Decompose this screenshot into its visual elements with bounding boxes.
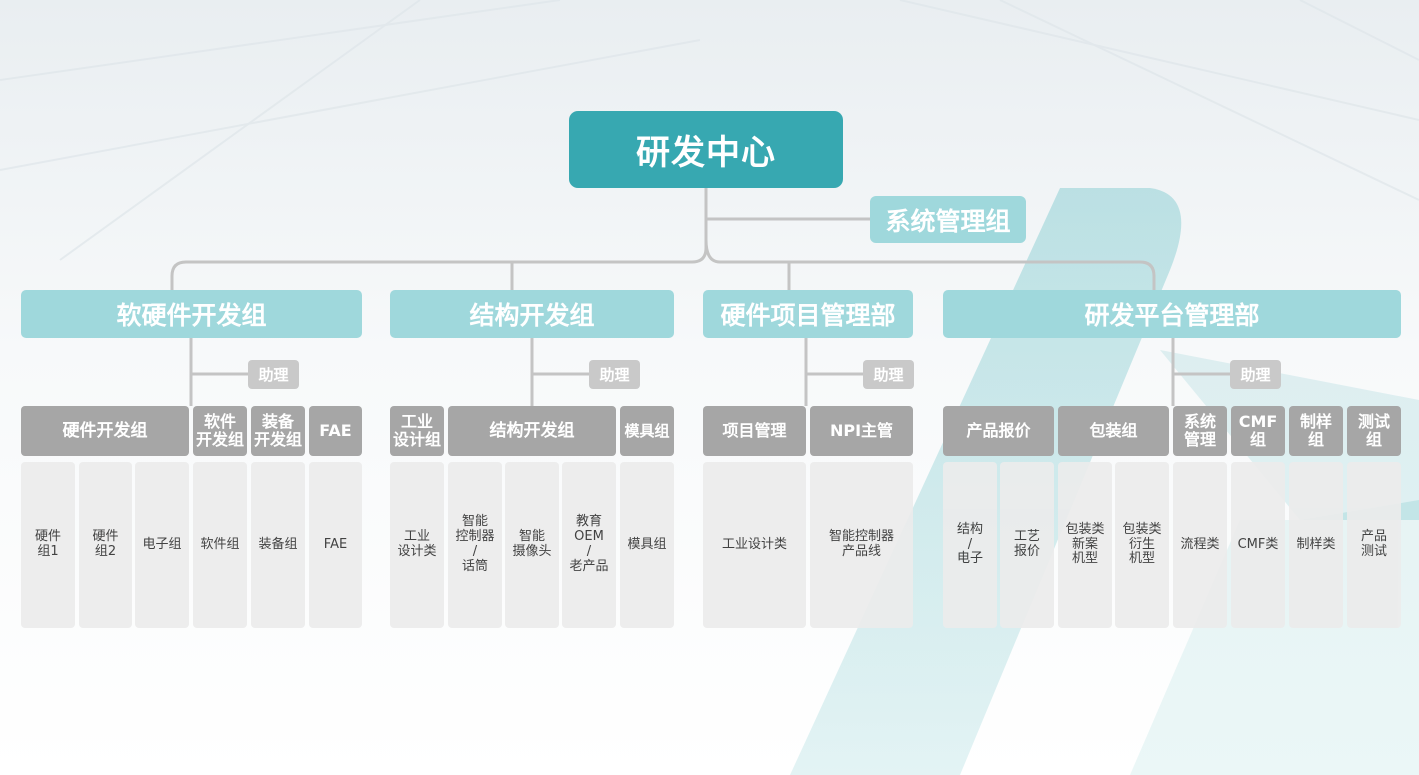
assistant-label: 助理 bbox=[258, 366, 289, 384]
leaf-label: 硬件 组2 bbox=[92, 529, 119, 559]
system-management-label: 系统管理组 bbox=[885, 206, 1011, 236]
team-label: CMF 组 bbox=[1238, 412, 1278, 449]
leaf-box: CMF类 bbox=[1231, 462, 1285, 628]
root-label: 研发中心 bbox=[636, 133, 776, 173]
leaf-box: 结构 / 电子 bbox=[943, 462, 997, 628]
root-node: 研发中心 bbox=[569, 111, 843, 188]
department-structure: 结构开发组 bbox=[390, 290, 674, 338]
team-box: 包装组 bbox=[1058, 406, 1169, 456]
leaf-box: 制样类 bbox=[1289, 462, 1343, 628]
leaf-box: 流程类 bbox=[1173, 462, 1227, 628]
team-box: CMF 组 bbox=[1231, 406, 1285, 456]
team-label: 产品报价 bbox=[966, 421, 1031, 441]
department-hardware-project-mgmt: 硬件项目管理部 bbox=[703, 290, 913, 338]
leaf-label: 电子组 bbox=[142, 536, 182, 552]
department-label: 硬件项目管理部 bbox=[720, 301, 896, 330]
leaf-label: 流程类 bbox=[1180, 536, 1220, 552]
team-box: NPI主管 bbox=[810, 406, 913, 456]
team-label: 结构开发组 bbox=[489, 420, 575, 441]
team-box: 装备 开发组 bbox=[251, 406, 305, 456]
leaf-box: 硬件 组2 bbox=[79, 462, 132, 628]
team-label: 包装组 bbox=[1089, 421, 1138, 441]
leaf-label: 包装类 新案 机型 bbox=[1065, 521, 1105, 567]
leaf-box: 工业 设计类 bbox=[390, 462, 444, 628]
leaf-label: 教育 OEM / 老产品 bbox=[569, 514, 609, 574]
team-box: 结构开发组 bbox=[448, 406, 616, 456]
leaf-box: 工业设计类 bbox=[703, 462, 806, 628]
team-box: 制样 组 bbox=[1289, 406, 1343, 456]
team-box: 工业 设计组 bbox=[390, 406, 444, 456]
team-label: 模具组 bbox=[624, 421, 670, 440]
leaf-label: 软件组 bbox=[200, 536, 240, 552]
team-box: 测试 组 bbox=[1347, 406, 1401, 456]
department-rd-platform-mgmt: 研发平台管理部 bbox=[943, 290, 1401, 338]
assistant-box: 助理 bbox=[863, 360, 914, 389]
leaf-box: 智能控制器 产品线 bbox=[810, 462, 913, 628]
leaf-box: 包装类 衍生 机型 bbox=[1115, 462, 1169, 628]
team-box: 系统 管理 bbox=[1173, 406, 1227, 456]
team-label: NPI主管 bbox=[829, 421, 894, 441]
leaf-label: 工艺 报价 bbox=[1013, 529, 1040, 559]
department-label: 结构开发组 bbox=[469, 301, 595, 330]
department-label: 研发平台管理部 bbox=[1084, 301, 1260, 330]
leaf-label: 智能 摄像头 bbox=[512, 529, 552, 559]
leaf-box: 智能 控制器 / 话筒 bbox=[448, 462, 502, 628]
leaf-box: 装备组 bbox=[251, 462, 305, 628]
leaf-label: 模具组 bbox=[627, 536, 667, 552]
leaf-box: FAE bbox=[309, 462, 362, 628]
leaf-box: 产品 测试 bbox=[1347, 462, 1401, 628]
team-label: 系统 管理 bbox=[1183, 412, 1216, 449]
assistant-label: 助理 bbox=[599, 366, 630, 384]
assistant-label: 助理 bbox=[873, 366, 904, 384]
team-box: 硬件开发组 bbox=[21, 406, 189, 456]
team-label: 装备 开发组 bbox=[253, 412, 302, 449]
leaf-box: 电子组 bbox=[135, 462, 189, 628]
leaf-box: 模具组 bbox=[620, 462, 674, 628]
leaf-label: 产品 测试 bbox=[1360, 529, 1387, 559]
team-label: 硬件开发组 bbox=[62, 420, 148, 441]
assistant-box: 助理 bbox=[589, 360, 640, 389]
team-label: 测试 组 bbox=[1357, 412, 1390, 449]
team-label: 项目管理 bbox=[722, 421, 787, 441]
leaf-box: 智能 摄像头 bbox=[505, 462, 559, 628]
leaf-label: 制样类 bbox=[1296, 536, 1336, 552]
department-label: 软硬件开发组 bbox=[116, 301, 267, 330]
assistant-box: 助理 bbox=[248, 360, 299, 389]
leaf-label: 工业设计类 bbox=[721, 536, 787, 552]
leaf-label: CMF类 bbox=[1237, 536, 1279, 552]
leaf-label: FAE bbox=[323, 536, 348, 552]
team-box: 产品报价 bbox=[943, 406, 1054, 456]
system-management-group: 系统管理组 bbox=[870, 196, 1026, 243]
accent-stripe-small bbox=[1130, 520, 1419, 775]
leaf-box: 包装类 新案 机型 bbox=[1058, 462, 1112, 628]
assistant-label: 助理 bbox=[1240, 366, 1271, 384]
team-label: 软件 开发组 bbox=[195, 412, 244, 449]
team-box: 模具组 bbox=[620, 406, 674, 456]
leaf-label: 结构 / 电子 bbox=[956, 521, 983, 567]
team-label: 制样 组 bbox=[1299, 412, 1332, 449]
leaf-label: 智能 控制器 / 话筒 bbox=[455, 514, 495, 574]
leaf-label: 硬件 组1 bbox=[34, 529, 61, 559]
team-box: FAE bbox=[309, 406, 362, 456]
leaf-box: 工艺 报价 bbox=[1000, 462, 1054, 628]
assistant-box: 助理 bbox=[1230, 360, 1281, 389]
leaf-label: 智能控制器 产品线 bbox=[828, 529, 894, 559]
team-label: 工业 设计组 bbox=[392, 412, 441, 449]
leaf-box: 软件组 bbox=[193, 462, 247, 628]
department-software-hardware: 软硬件开发组 bbox=[21, 290, 362, 338]
leaf-box: 硬件 组1 bbox=[21, 462, 75, 628]
team-label: FAE bbox=[319, 421, 352, 441]
leaf-label: 装备组 bbox=[258, 536, 298, 552]
leaf-label: 包装类 衍生 机型 bbox=[1122, 521, 1162, 567]
leaf-label: 工业 设计类 bbox=[397, 529, 437, 559]
leaf-box: 教育 OEM / 老产品 bbox=[562, 462, 616, 628]
team-box: 软件 开发组 bbox=[193, 406, 247, 456]
team-box: 项目管理 bbox=[703, 406, 806, 456]
